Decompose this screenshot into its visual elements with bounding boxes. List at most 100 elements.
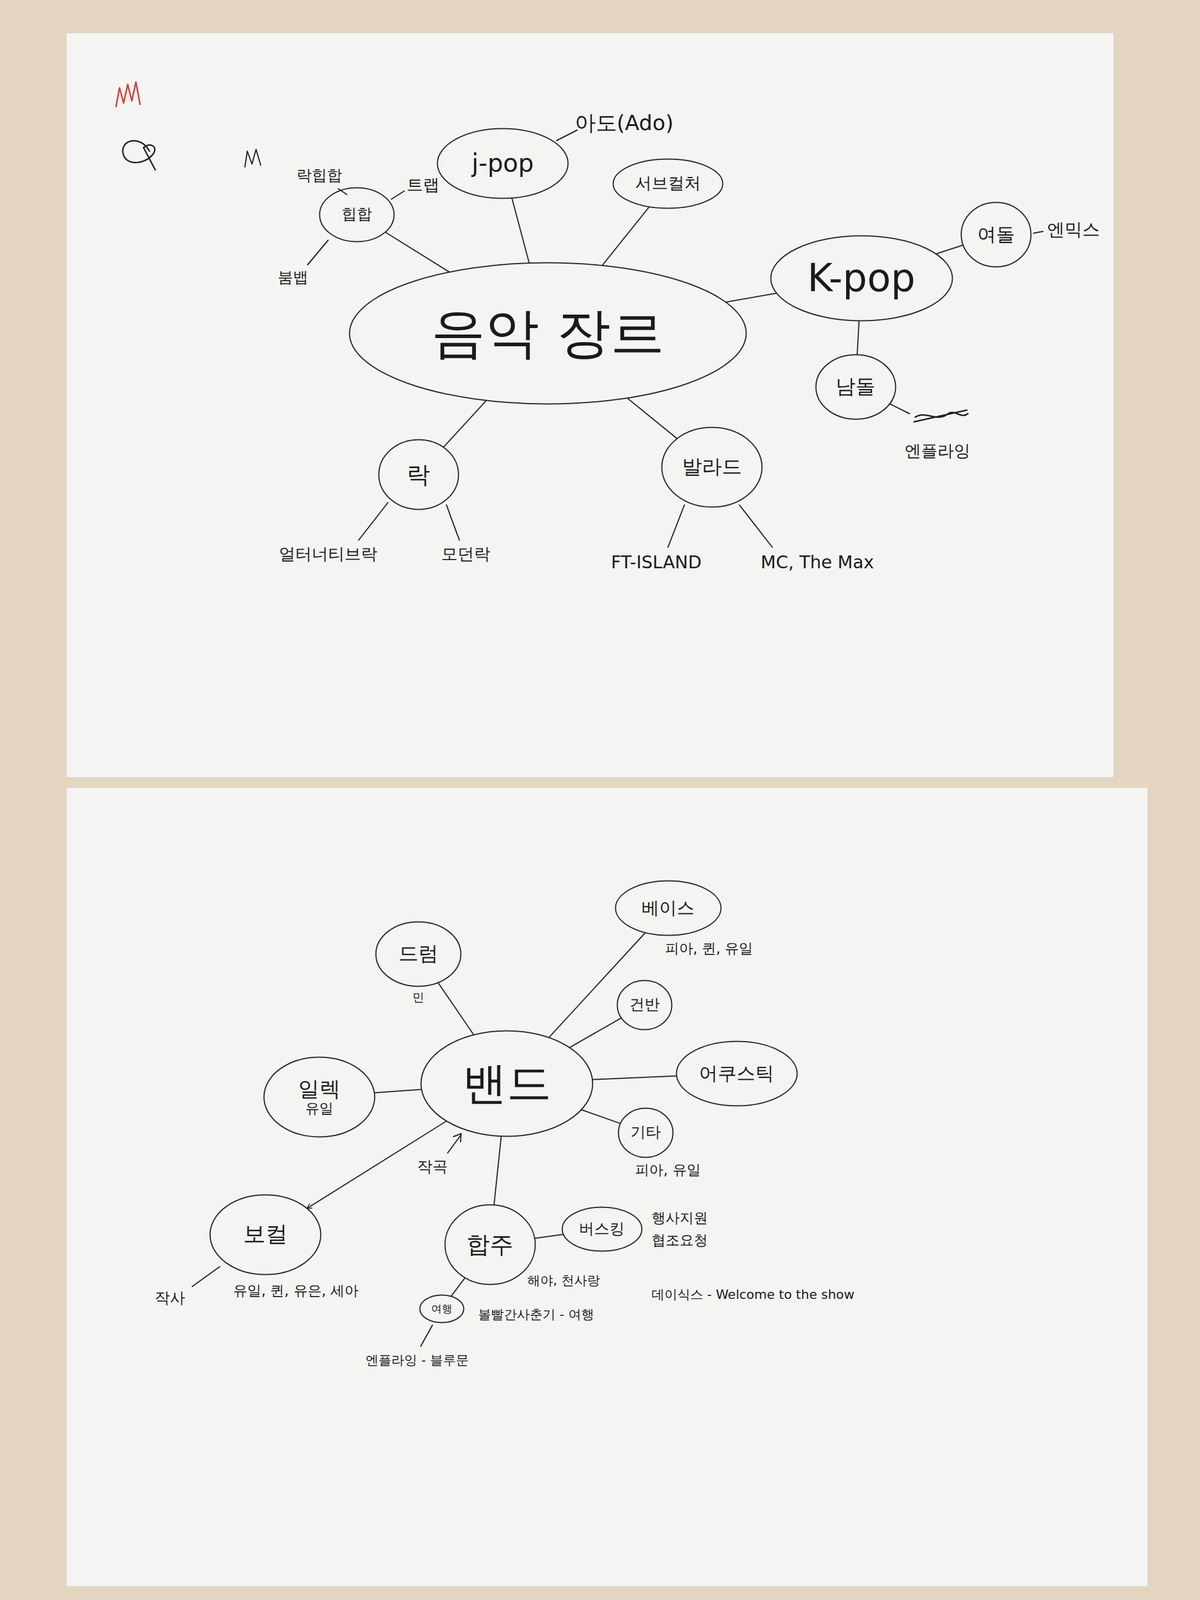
note-label: 엔플라잉 — [904, 441, 971, 461]
bubble-node: 일렉유일 — [263, 1056, 376, 1138]
bubble-node: j-pop — [436, 127, 569, 200]
bubble-node: 기타 — [617, 1107, 674, 1159]
leader-line — [556, 130, 578, 141]
note-label: 얼터너티브락 — [278, 544, 378, 564]
node-title: 베이스 — [641, 898, 695, 919]
bubble-outline — [209, 1194, 322, 1276]
note-label: 해야, 천사랑 — [527, 1273, 600, 1288]
bubble-outline — [348, 261, 748, 405]
note-label: 피아, 퀸, 유일 — [665, 941, 754, 958]
note-label: 작곡 — [417, 1158, 448, 1176]
branch-line — [451, 1277, 466, 1297]
node-title: 서브컬처 — [635, 174, 701, 193]
bubble-node: 음악 장르 — [348, 261, 748, 405]
node-text-group: 힙합 — [341, 205, 373, 224]
node-text-group: 어쿠스틱 — [699, 1062, 775, 1085]
note-label: 모던락 — [441, 544, 491, 564]
node-text-group: 베이스 — [641, 898, 695, 919]
node-title: 건반 — [629, 996, 660, 1014]
bubble-node: 어쿠스틱 — [675, 1040, 799, 1107]
bubble-node: 여행 — [418, 1294, 465, 1324]
bubble-ellipse — [961, 202, 1032, 267]
node-title: K-pop — [807, 256, 916, 301]
note-label: MC, The Max — [760, 552, 874, 574]
bubble-ellipse — [210, 1194, 322, 1275]
bubble-node: 버스킹 — [561, 1206, 643, 1253]
node-title: 일렉 — [298, 1076, 341, 1101]
node-text-group: 보컬 — [243, 1221, 288, 1248]
branch-line — [443, 400, 487, 448]
branch-line — [857, 320, 859, 355]
leader-arrow — [447, 1135, 461, 1154]
note-label: 데이식스 - Welcome to the show — [651, 1287, 855, 1302]
bubble-node: 합주 — [444, 1204, 537, 1286]
node-text-group: 기타 — [630, 1123, 661, 1142]
note-label: 피아, 유일 — [635, 1162, 701, 1179]
node-title: j-pop — [471, 149, 534, 178]
bubble-ellipse — [770, 236, 953, 322]
node-title: 보컬 — [243, 1221, 288, 1248]
note-label: 아도(Ado) — [574, 110, 674, 135]
crossed-out-scribble — [914, 410, 968, 422]
bubble-node: 락 — [377, 438, 460, 511]
ink-scribble — [123, 140, 156, 170]
bubble-ellipse — [420, 1295, 465, 1324]
node-text-group: 발라드 — [682, 455, 742, 479]
branch-line — [627, 397, 678, 439]
bubble-node: 서브컬처 — [612, 158, 724, 210]
node-title: 힙합 — [341, 205, 373, 224]
leader-line — [338, 188, 347, 195]
node-title: 드럼 — [398, 942, 439, 966]
leader-line — [1033, 231, 1043, 234]
ink-scribble — [244, 149, 261, 167]
bubble-node: 남돌 — [815, 353, 897, 421]
bubble-outline — [614, 880, 722, 937]
bubble-node: 발라드 — [660, 426, 763, 509]
bubble-outline — [617, 1107, 674, 1159]
node-title: 기타 — [630, 1123, 661, 1142]
bubble-node: K-pop — [769, 234, 954, 322]
node-text-group: 밴드 — [462, 1057, 552, 1109]
node-title: 합주 — [466, 1231, 514, 1259]
leader-line — [307, 240, 329, 265]
node-text-group: 합주 — [466, 1231, 514, 1259]
bubble-outline — [375, 921, 462, 988]
bubble-outline — [561, 1206, 643, 1253]
node-title: 밴드 — [462, 1057, 552, 1109]
note-label: 엔플라잉 - 블루문 — [365, 1352, 469, 1368]
node-text-group: 여돌 — [977, 223, 1015, 246]
note-label: 행사지원 — [651, 1210, 708, 1227]
bubble-ellipse — [437, 128, 569, 199]
leader-line — [890, 404, 910, 414]
bubble-ellipse — [378, 440, 459, 510]
node-note: 유일 — [298, 1100, 341, 1118]
node-text-group: 버스킹 — [578, 1220, 625, 1239]
node-text-group: 일렉유일 — [298, 1076, 341, 1118]
bubble-ellipse — [618, 1108, 674, 1158]
bubble-outline — [616, 979, 673, 1031]
node-text-group: 여행 — [431, 1303, 453, 1316]
node-title: 발라드 — [682, 455, 742, 479]
bubble-ellipse — [349, 263, 747, 405]
bubble-node: 여돌 — [960, 201, 1032, 268]
bubble-outline — [660, 426, 763, 509]
note-label: 유일, 퀸, 유은, 세아 — [233, 1283, 359, 1300]
bubble-node: 베이스 — [614, 880, 722, 937]
note-label: 트랩 — [406, 175, 440, 195]
bubble-outline — [418, 1294, 465, 1324]
branch-line — [374, 1089, 422, 1093]
node-text-group: 건반 — [629, 996, 660, 1014]
leader-line — [739, 505, 773, 548]
bubble-node: 드럼 — [375, 921, 462, 988]
bubble-outline — [769, 234, 954, 322]
bubble-ellipse — [376, 921, 462, 987]
bubble-outline — [420, 1030, 594, 1138]
bubble-outline — [675, 1040, 799, 1107]
note-label: 엔믹스 — [1047, 219, 1100, 241]
bubble-outline — [318, 186, 395, 243]
bubble-node: 보컬 — [209, 1194, 322, 1276]
bubble-ellipse — [662, 427, 763, 507]
leader-line — [358, 502, 388, 541]
leader-line — [446, 505, 460, 541]
bubble-outline — [377, 438, 460, 511]
